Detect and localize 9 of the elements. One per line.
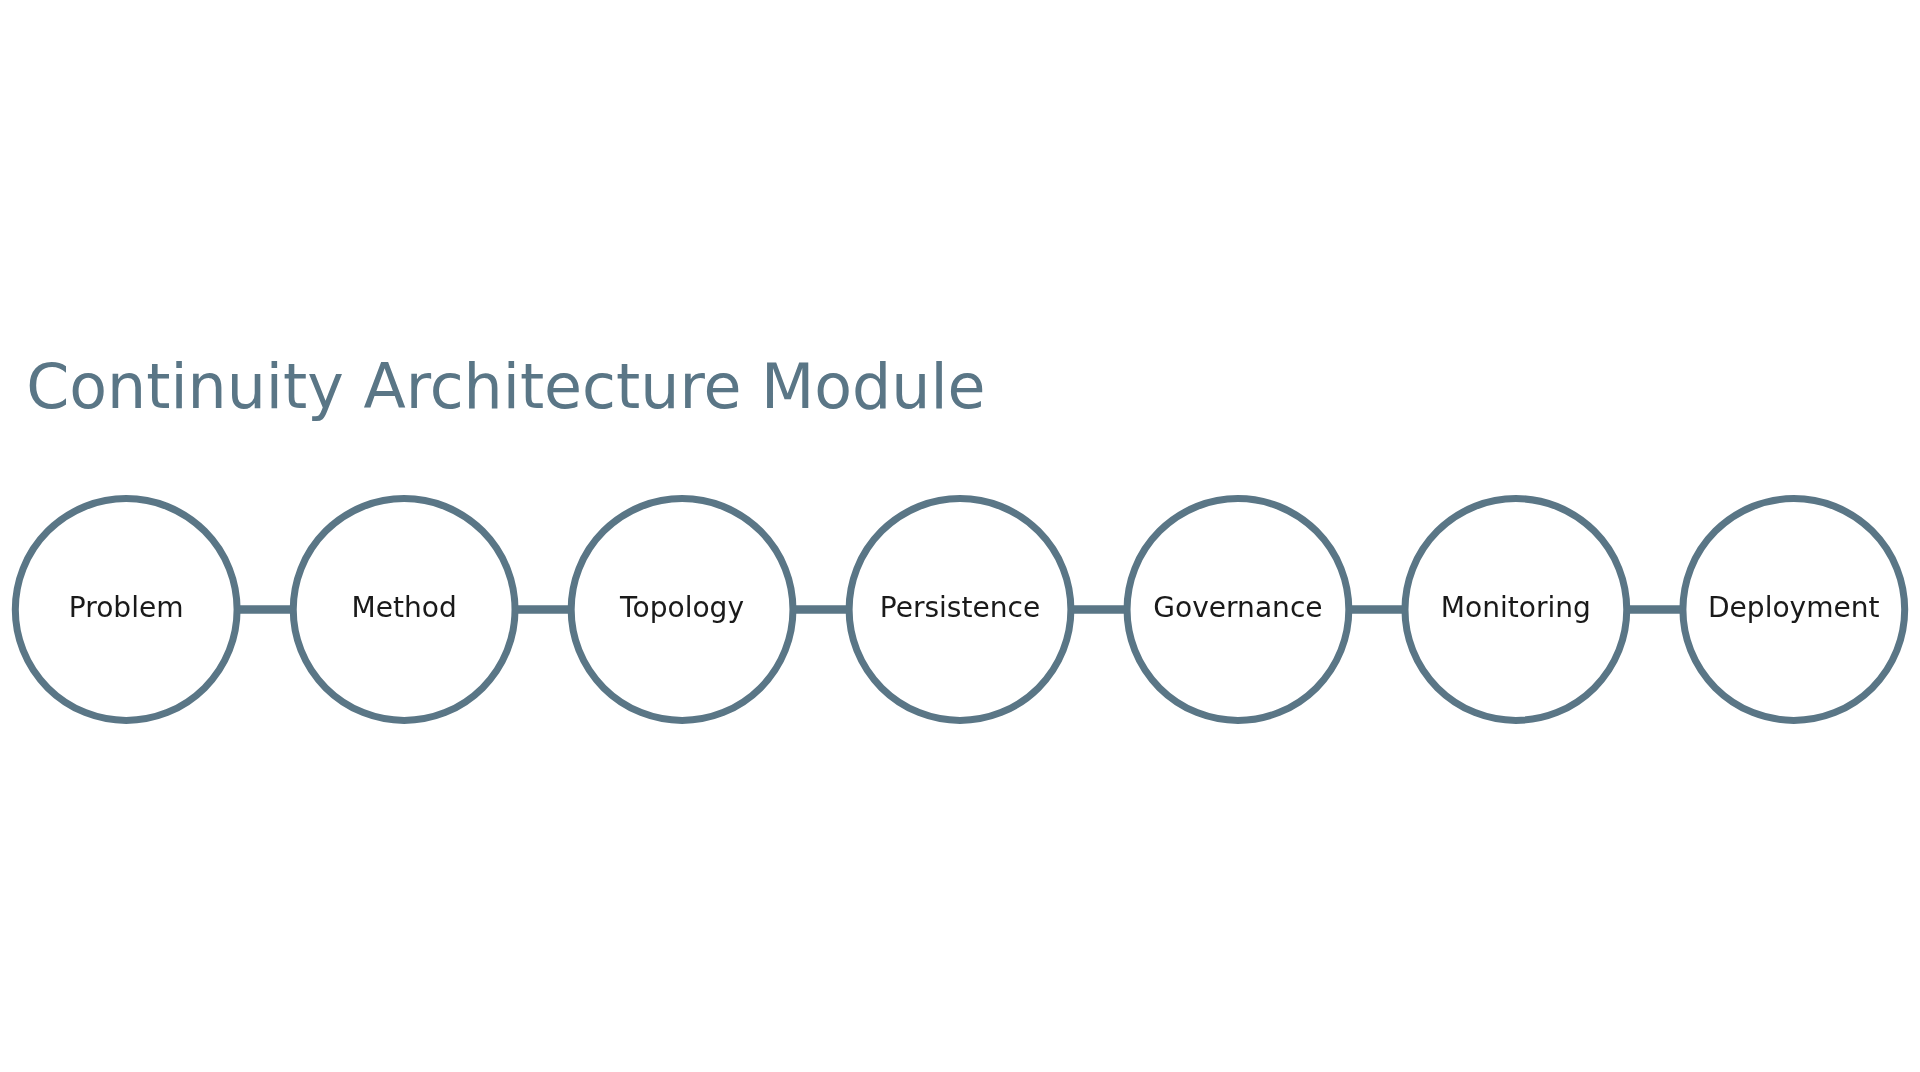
node-circle: Persistence [845,494,1075,724]
node-circle: Method [289,494,519,724]
connector [793,604,849,614]
node-circle: Deployment [1679,494,1909,724]
node-circle: Monitoring [1401,494,1631,724]
node-circle: Problem [11,494,241,724]
node-circle: Governance [1123,494,1353,724]
diagram-title: Continuity Architecture Module [26,350,986,423]
node-circle: Topology [567,494,797,724]
